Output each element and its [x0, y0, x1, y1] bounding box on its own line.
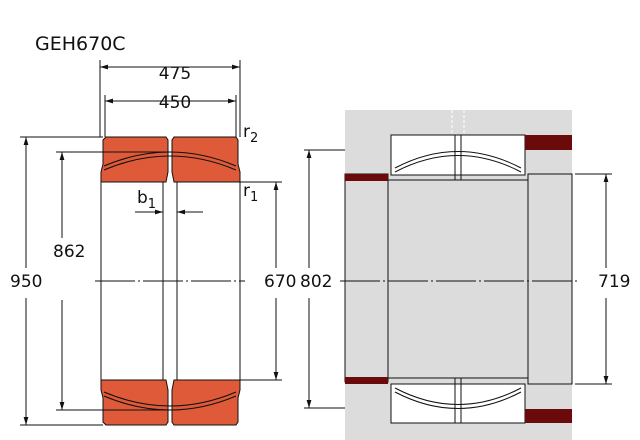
bearing-section: [95, 136, 245, 426]
seal-top-right: [525, 135, 572, 150]
dim-overall-width: 475: [159, 64, 191, 84]
seal-bottom-left: [345, 377, 388, 384]
seal-bottom-right: [525, 409, 572, 423]
outer-ring-bottom: [100, 379, 241, 426]
outer-ring-top: [100, 136, 241, 183]
dim-shaft-shoulder: 719: [598, 272, 630, 292]
label-b1: b1: [137, 188, 156, 212]
dim-housing-shoulder: 802: [300, 272, 332, 292]
product-title: GEH670C: [35, 33, 126, 55]
dimension-lines-right: [304, 149, 612, 409]
label-r1: r1: [243, 181, 258, 205]
dim-sphere-diameter: 862: [53, 242, 85, 262]
seal-top-left: [345, 174, 388, 181]
dim-inner-width: 450: [159, 93, 191, 113]
dimension-lines-left: [20, 60, 282, 426]
mounting-arrangement: [340, 110, 580, 440]
dim-bore-diameter: 670: [264, 272, 296, 292]
label-r2: r2: [243, 122, 258, 146]
dim-outer-diameter: 950: [10, 272, 42, 292]
